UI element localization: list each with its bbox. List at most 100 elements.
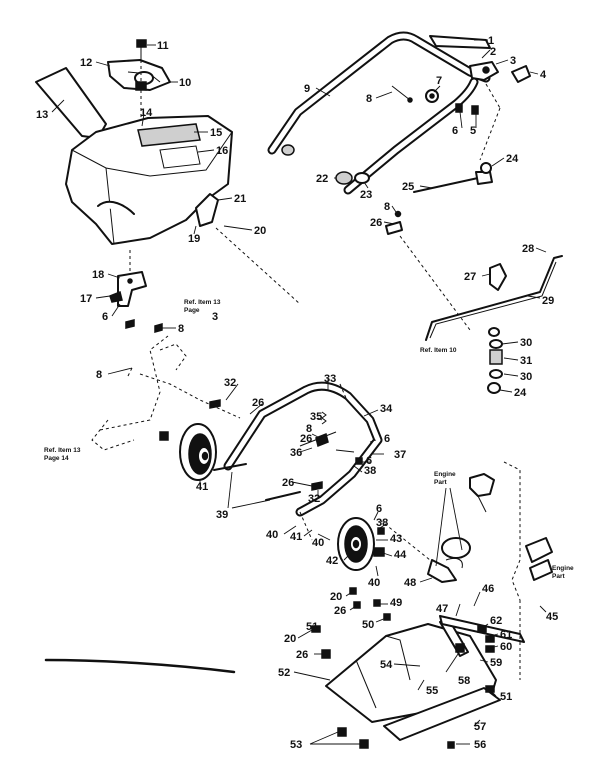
engine-leaders (435, 487, 463, 567)
callout-33: 33 (324, 373, 336, 385)
callout-57: 57 (474, 721, 486, 733)
upper-handle (267, 31, 491, 195)
wheel-41-left (179, 423, 217, 481)
callout-45: 45 (546, 611, 558, 623)
note-ref13-page3-l1: Ref. Item 13 (184, 299, 221, 306)
callout-58: 58 (458, 675, 470, 687)
callout-53: 53 (290, 739, 302, 751)
callout-20-top: 20 (254, 225, 266, 237)
wheel-42-right (337, 517, 375, 571)
callout-9: 9 (304, 83, 310, 95)
lower-handle-34 (223, 381, 383, 517)
callout-6-left: 6 (102, 311, 108, 323)
callout-61: 61 (500, 629, 512, 641)
clips-26-32 (209, 399, 329, 491)
callout-6-center: 6 (384, 433, 390, 445)
engine-cable-left (469, 473, 495, 513)
callout-46: 46 (482, 583, 494, 595)
margin-mark-line (44, 658, 236, 674)
callout-numbers: 1 2 3 4 11 12 10 13 14 15 16 21 20 19 9 … (36, 35, 558, 751)
control-rod-25 (413, 171, 493, 193)
callout-14: 14 (140, 107, 153, 119)
callout-27: 27 (464, 271, 476, 283)
clip-4 (511, 65, 531, 83)
assembly-lines-bottom (299, 461, 521, 680)
callout-32-a: 32 (224, 377, 236, 389)
callout-26-rod: 26 (370, 217, 382, 229)
assembly-lines-center (91, 335, 431, 561)
callout-21: 21 (234, 193, 246, 205)
note-ref13-page14-l2: Page 14 (44, 455, 69, 462)
callout-13-top: 13 (36, 109, 48, 121)
callout-2: 2 (490, 46, 496, 58)
washer-24-top (480, 162, 492, 174)
control-rod-29 (425, 255, 563, 341)
callout-29: 29 (542, 295, 554, 307)
callout-54: 54 (380, 659, 393, 671)
callout-26-low: 26 (282, 477, 294, 489)
callout-17: 17 (80, 293, 92, 305)
callout-59: 59 (490, 657, 502, 669)
callout-38-b: 38 (376, 517, 388, 529)
callout-41-left: 41 (196, 481, 208, 493)
callout-40-c: 40 (368, 577, 380, 589)
callout-32-b: 32 (308, 493, 320, 505)
callout-5: 5 (470, 125, 476, 137)
callout-8-mid: 8 (96, 369, 102, 381)
callout-40-b: 40 (312, 537, 324, 549)
callout-41-right: 41 (290, 531, 302, 543)
bracket-20-21 (195, 193, 219, 227)
callout-26-center: 26 (300, 433, 312, 445)
callout-8-left: 8 (178, 323, 184, 335)
callout-20-deck: 20 (284, 633, 296, 645)
bracket-26-pin-8 (385, 210, 403, 235)
end-cap-handle (281, 144, 295, 156)
callout-34: 34 (380, 403, 393, 415)
callout-49: 49 (390, 597, 402, 609)
deflector-bracket (107, 59, 171, 91)
callout-26-deck-b: 26 (296, 649, 308, 661)
callout-24-top: 24 (506, 153, 519, 165)
handle-hardware-5-6 (455, 103, 479, 115)
callout-30-b: 30 (520, 371, 532, 383)
callout-51-right: 51 (500, 691, 512, 703)
handle-grip-1 (429, 35, 491, 49)
callout-40-a: 40 (266, 529, 278, 541)
callout-4: 4 (540, 69, 547, 81)
callout-35: 35 (310, 411, 322, 423)
callout-12: 12 (80, 57, 92, 69)
knob-22 (335, 171, 353, 185)
clip-27 (489, 263, 507, 291)
note-engine-part-top-l1: Engine (434, 471, 456, 478)
leader-lines (51, 39, 547, 745)
engine-fitting-right (525, 537, 553, 581)
callout-31: 31 (520, 355, 532, 367)
callout-43: 43 (390, 533, 402, 545)
callout-19: 19 (188, 233, 200, 245)
callout-48: 48 (404, 577, 416, 589)
reference-notes: Ref. Item 13 Page Ref. Item 10 Ref. Item… (44, 299, 574, 580)
callout-7: 7 (436, 75, 442, 87)
note-engine-part-right-l1: Engine (552, 565, 574, 572)
callout-51-left: 51 (306, 621, 318, 633)
note-ref10: Ref. Item 10 (420, 347, 457, 354)
mower-deck-cover (325, 615, 525, 723)
callout-1: 1 (488, 35, 494, 47)
callout-42: 42 (326, 555, 338, 567)
callout-50: 50 (362, 619, 374, 631)
callout-6-b: 6 (366, 455, 372, 467)
callout-22: 22 (316, 173, 328, 185)
callout-6-wheel: 6 (376, 503, 382, 515)
callout-6-handle: 6 (452, 125, 458, 137)
callout-56: 56 (474, 739, 486, 751)
assembly-lines-top-left (129, 48, 301, 305)
small-hardware-left (109, 290, 163, 333)
callout-11: 11 (157, 40, 169, 52)
callout-39: 39 (216, 509, 228, 521)
callout-8-center: 8 (306, 423, 312, 435)
engine-pulley-43 (427, 537, 471, 583)
callout-16: 16 (216, 145, 228, 157)
deflector-plate-13 (35, 67, 107, 139)
